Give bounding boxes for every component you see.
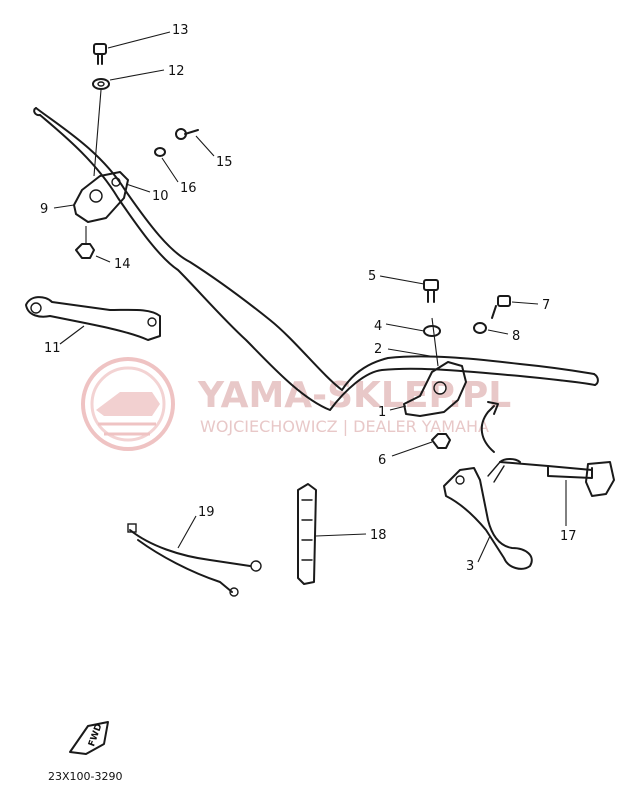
callout-17: 17 xyxy=(560,529,577,544)
routing-arrow xyxy=(480,405,495,453)
callout-3: 3 xyxy=(466,559,474,574)
bolt-5 xyxy=(423,279,439,303)
watermark-title: YAMA-SKLEP.PL xyxy=(197,375,511,416)
watermark-subtitle: WOJCIECHOWICZ | DEALER YAMAHA xyxy=(200,417,489,436)
bolt-13 xyxy=(93,43,107,65)
callout-5: 5 xyxy=(368,269,376,284)
callout-labels: 13 12 15 16 10 9 14 11 5 7 4 8 2 1 6 17 … xyxy=(40,23,577,574)
routing-arrow-head xyxy=(487,401,499,415)
leader-lines xyxy=(53,31,567,563)
callout-14: 14 xyxy=(114,257,131,272)
callout-1: 1 xyxy=(378,405,386,420)
watermark: YAMA-SKLEP.PL WOJCIECHOWICZ | DEALER YAM… xyxy=(81,357,511,451)
callout-13: 13 xyxy=(172,23,189,38)
fwd-marker: FWD xyxy=(69,721,109,755)
callout-9: 9 xyxy=(40,202,48,217)
callout-15: 15 xyxy=(216,155,233,170)
wire-lead-19 xyxy=(127,523,262,597)
callout-8: 8 xyxy=(512,329,520,344)
callout-4: 4 xyxy=(374,319,382,334)
callout-18: 18 xyxy=(370,528,387,543)
washer-4 xyxy=(423,325,441,337)
callout-19: 19 xyxy=(198,505,215,520)
right-lever-3 xyxy=(443,467,533,570)
callout-10: 10 xyxy=(152,189,169,204)
screw-7 xyxy=(491,295,511,319)
right-lever-holder-1 xyxy=(403,361,467,417)
switch-assembly-17 xyxy=(487,458,615,497)
callout-16: 16 xyxy=(180,181,197,196)
nut-14 xyxy=(75,243,95,259)
callout-12: 12 xyxy=(168,64,185,79)
callout-6: 6 xyxy=(378,453,386,468)
diagram-code: 23X100-3290 xyxy=(48,770,123,783)
screw-15 xyxy=(175,128,199,140)
left-holder-upper-clamp xyxy=(73,171,129,223)
callout-11: 11 xyxy=(44,341,61,356)
left-lever-11 xyxy=(25,296,161,341)
callout-7: 7 xyxy=(542,298,550,313)
washer-12 xyxy=(92,78,110,90)
nut-6 xyxy=(431,433,451,449)
watermark-logo-icon xyxy=(81,357,175,451)
washer-16 xyxy=(154,147,166,157)
band-18 xyxy=(297,483,317,585)
callout-2: 2 xyxy=(374,342,382,357)
washer-8 xyxy=(473,322,487,334)
